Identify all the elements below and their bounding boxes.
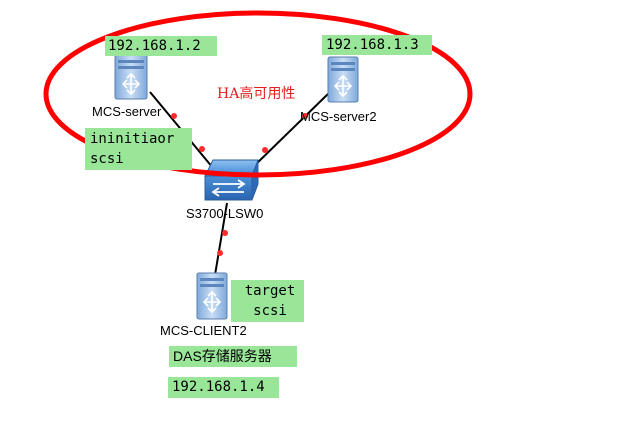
server-icon[interactable] (196, 272, 228, 320)
ha-label: HA高可用性 (217, 86, 296, 102)
server1-name-label: MCS-server (92, 104, 162, 119)
port-dot-switch-left (199, 146, 205, 152)
link-server2-to-switch (251, 91, 331, 169)
target-note: target scsi (231, 280, 304, 322)
server2-name-label: MCS-server2 (300, 109, 377, 124)
server-icon[interactable] (114, 54, 148, 100)
client-name-label: MCS-CLIENT2 (160, 323, 247, 338)
port-dot-switch-bottom (222, 230, 228, 236)
das-storage-caption: DAS存储服务器 (169, 346, 297, 367)
client-ip-label: 192.168.1.4 (168, 377, 279, 398)
port-dot-server2 (302, 113, 308, 119)
server2-ip-label: 192.168.1.3 (322, 35, 432, 55)
initiator-note: ininitiaor scsi (85, 128, 192, 170)
link-switch-to-client (214, 202, 228, 276)
switch-name-label: S3700-LSW0 (186, 206, 264, 221)
server1-ip-label: 192.168.1.2 (105, 36, 217, 56)
network-switch-icon[interactable] (204, 159, 259, 201)
ha-cluster-ellipse (43, 10, 473, 178)
port-dot-switch-right (262, 147, 268, 153)
server-icon[interactable] (327, 56, 359, 103)
port-dot-client (217, 250, 223, 256)
port-dot-server1 (171, 113, 177, 119)
